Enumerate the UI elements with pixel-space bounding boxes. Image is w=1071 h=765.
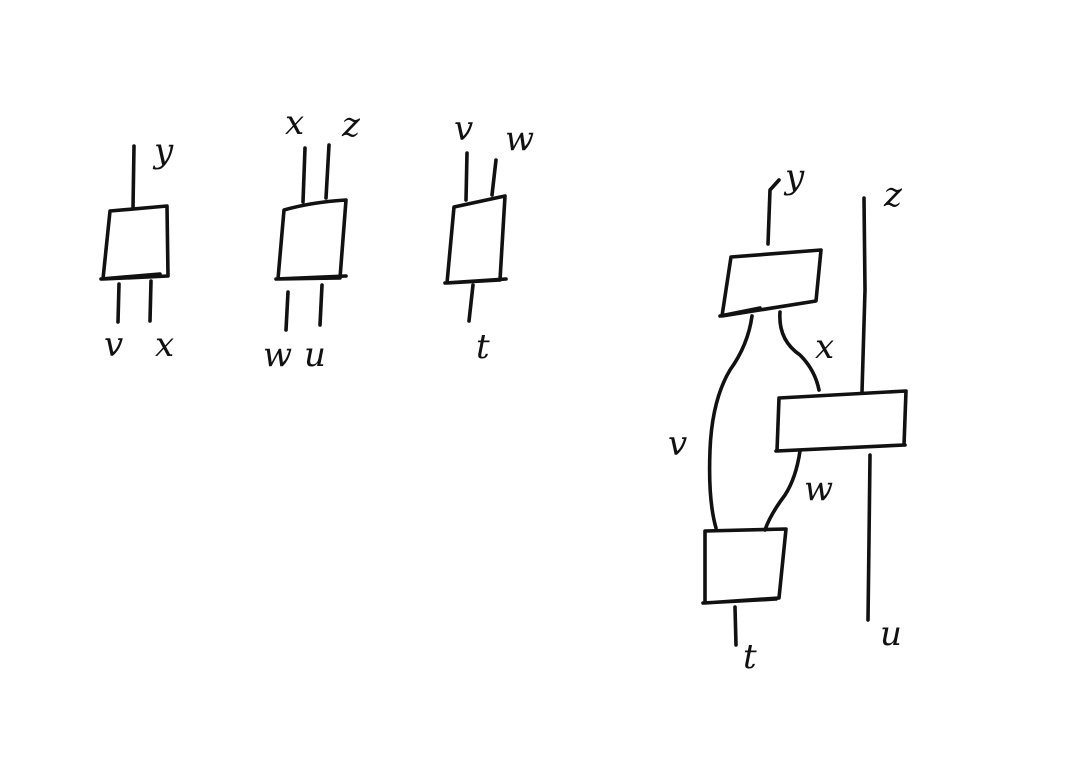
- composite-wire-y: [766, 178, 781, 246]
- gate-b-label-u: u: [304, 335, 326, 375]
- gate-a: y v x: [99, 131, 174, 365]
- gate-a-wire-x: [148, 279, 153, 323]
- gate-a-label-y: y: [152, 131, 174, 171]
- gate-c-label-t: t: [476, 327, 490, 367]
- gate-b-wire-w: [284, 290, 290, 332]
- composite-label-w: w: [804, 469, 833, 509]
- composite-label-y: y: [783, 157, 805, 197]
- composite-box-top: [718, 248, 823, 318]
- composite-label-u: u: [880, 614, 902, 654]
- gate-c-box: [443, 194, 508, 285]
- gate-c-wire-v: [464, 151, 469, 202]
- composite-box-bottom: [701, 527, 788, 605]
- gate-c-wire-w: [490, 158, 498, 197]
- gate-b-box: [274, 198, 348, 281]
- composite-wire-u: [866, 453, 872, 622]
- gate-c-wire-t: [467, 283, 475, 323]
- composite-wire-v: [707, 314, 754, 530]
- composite-wire-x: [778, 310, 821, 392]
- gate-b: x z w u: [263, 103, 361, 375]
- composite-label-v: v: [668, 424, 687, 464]
- composite-diagram: y z x v w t u: [668, 157, 908, 677]
- composite-box-middle: [774, 389, 908, 453]
- composite-label-x: x: [815, 327, 834, 367]
- gate-a-wire-y: [131, 144, 136, 210]
- gate-c: v w t: [443, 109, 534, 367]
- gate-b-label-x: x: [285, 103, 304, 143]
- composite-label-t: t: [743, 637, 757, 677]
- composite-wire-w: [763, 449, 802, 532]
- gate-b-wire-u: [318, 283, 324, 327]
- gate-a-label-v: v: [104, 325, 123, 365]
- gate-b-label-z: z: [341, 105, 361, 145]
- composite-label-z: z: [883, 175, 903, 215]
- gate-b-wire-x: [301, 146, 307, 204]
- gate-b-label-w: w: [263, 335, 292, 375]
- gate-a-label-x: x: [155, 325, 174, 365]
- composite-wire-t: [733, 605, 738, 647]
- gate-c-label-w: w: [505, 119, 534, 159]
- composite-wire-z: [860, 196, 867, 394]
- gate-a-box: [99, 204, 170, 281]
- gate-c-label-v: v: [454, 109, 473, 149]
- gate-a-wire-v: [116, 282, 121, 324]
- gate-b-wire-z: [324, 143, 331, 200]
